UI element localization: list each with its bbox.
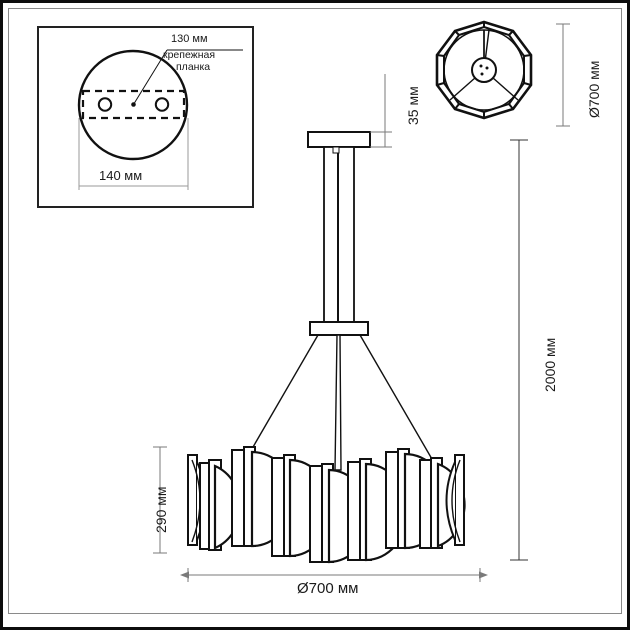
mounting-bar-leader	[131, 49, 243, 107]
inner-frame	[8, 8, 622, 614]
shade-panel	[445, 454, 465, 546]
shade-ring	[187, 446, 466, 564]
shade-height-label: 290 мм	[153, 486, 169, 534]
mounting-bar	[81, 89, 186, 120]
top-view-diameter-label: Ø700 мм	[586, 60, 602, 118]
dim-canopy-thickness	[370, 74, 392, 148]
top-view-hub	[471, 30, 497, 83]
ceiling-canopy	[307, 131, 371, 148]
shade-diameter-label: Ø700 мм	[297, 580, 359, 597]
plate-diameter-label: 140 мм	[99, 168, 143, 183]
bar-caption-line1: крепежная	[163, 49, 216, 61]
dim-shade-diameter	[180, 568, 488, 582]
total-height-label: 2000 мм	[542, 337, 558, 392]
dim-shade-height	[153, 446, 167, 554]
canopy-thickness-label: 35 мм	[405, 86, 421, 125]
suspension-cables	[241, 334, 437, 471]
bar-length-label: 130 мм	[171, 33, 208, 45]
mid-connector-plate	[309, 321, 369, 336]
suspension-rod	[323, 146, 355, 326]
dim-total-height	[510, 139, 528, 561]
bar-caption-line2: планка	[176, 61, 211, 73]
top-view-ring	[435, 20, 533, 120]
dim-plate-diameter	[78, 118, 189, 190]
dim-top-diameter	[556, 23, 570, 127]
